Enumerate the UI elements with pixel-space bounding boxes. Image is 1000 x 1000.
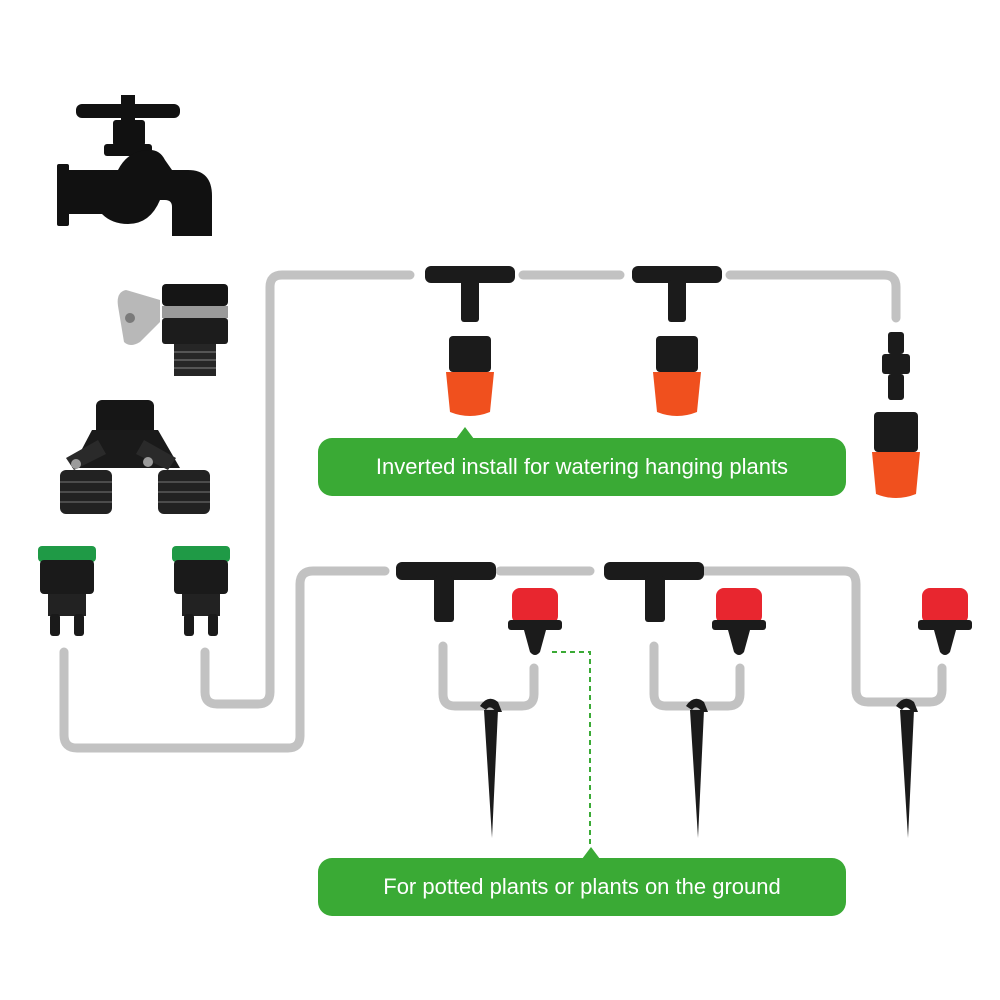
adjustable-dripper-icon	[872, 412, 920, 498]
tee-connector-icon	[425, 266, 515, 322]
ground-plants-label: For potted plants or plants on the groun…	[318, 858, 846, 916]
stake-icon	[480, 698, 502, 838]
tube-lower-segment-2	[698, 566, 947, 707]
callout-pointer	[582, 847, 600, 859]
hanging-plants-label: Inverted install for watering hanging pl…	[318, 438, 846, 496]
y-splitter-icon	[60, 400, 210, 514]
quick-connector-icon	[172, 546, 230, 636]
red-dripper-icon	[508, 588, 562, 655]
adjustable-dripper-icon	[446, 336, 494, 416]
end-plug-icon	[882, 332, 910, 400]
faucet-icon	[57, 95, 212, 236]
red-dripper-icon	[918, 588, 972, 655]
stake-icon	[686, 698, 708, 838]
stake-icon	[896, 698, 918, 838]
tee-connector-icon	[604, 562, 704, 622]
quick-connector-icon	[38, 546, 96, 636]
callout-pointer	[456, 427, 474, 439]
tube-branch-2	[649, 641, 745, 711]
tee-connector-icon	[396, 562, 496, 622]
tube-upper-feed	[200, 270, 415, 709]
tee-connector-icon	[632, 266, 722, 322]
tube-branch-1	[438, 641, 539, 711]
tubing-lines	[59, 270, 947, 753]
dashed-leader	[552, 651, 591, 848]
red-dripper-icon	[712, 588, 766, 655]
tube-upper-segment-2	[725, 270, 901, 323]
adjustable-dripper-icon	[653, 336, 701, 416]
faucet-adapter-icon	[117, 284, 228, 376]
tube-lower-feed	[59, 566, 390, 753]
